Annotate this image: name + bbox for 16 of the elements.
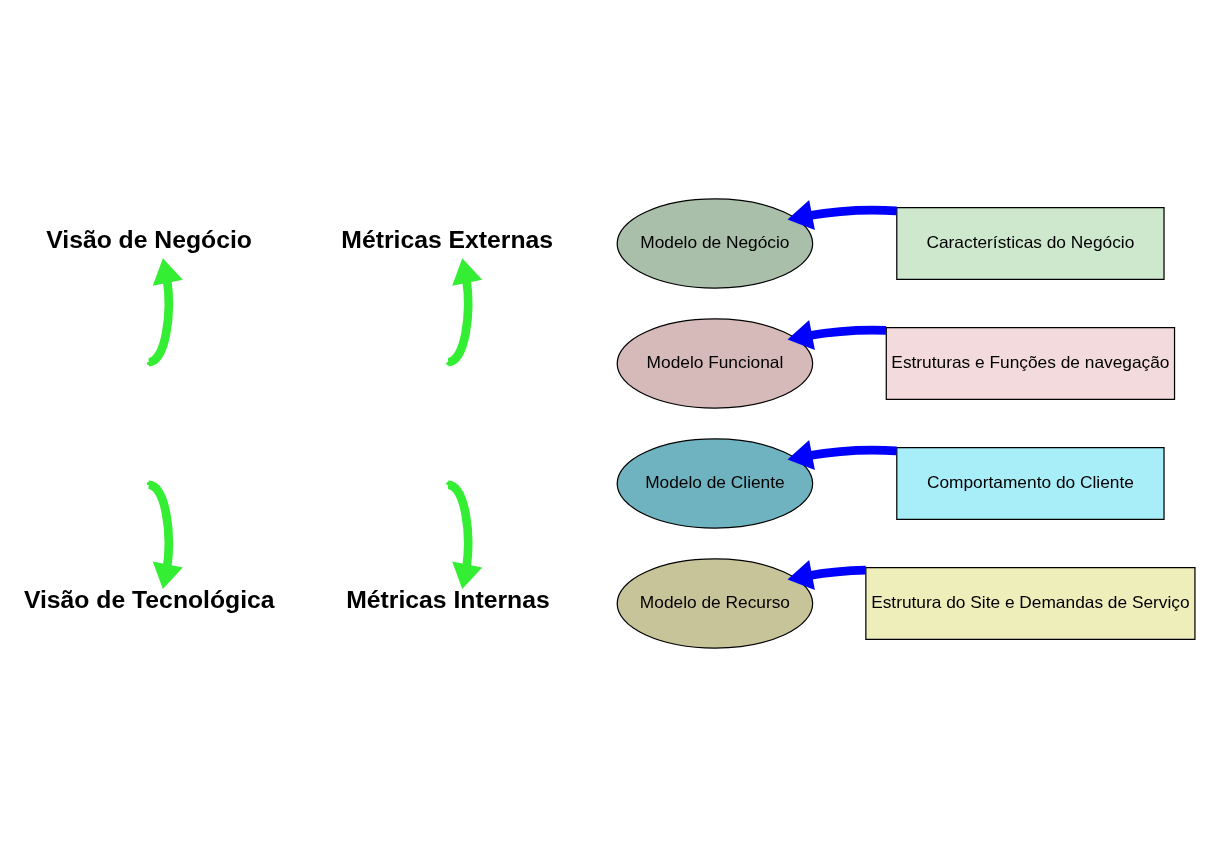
node-text: Métricas Internas [346,586,550,614]
node-text: Visão de Negócio [46,226,252,254]
arrow [787,559,866,590]
node-box: Estrutura do Site e Demandas de Serviço [865,567,1196,640]
arrow [787,439,897,470]
node-box: Estruturas e Funções de navegação [885,327,1176,400]
node-text: Visão de Tecnológica [23,586,275,614]
arrow [147,480,183,589]
arrow [787,319,887,350]
node-box: Comportamento do Cliente [896,447,1165,520]
node-box: Características do Negócio [896,207,1165,280]
arrow [446,480,483,589]
arrow [147,258,183,367]
arrow [787,199,897,230]
node-text: Métricas Externas [341,226,554,254]
arrow [446,258,483,367]
